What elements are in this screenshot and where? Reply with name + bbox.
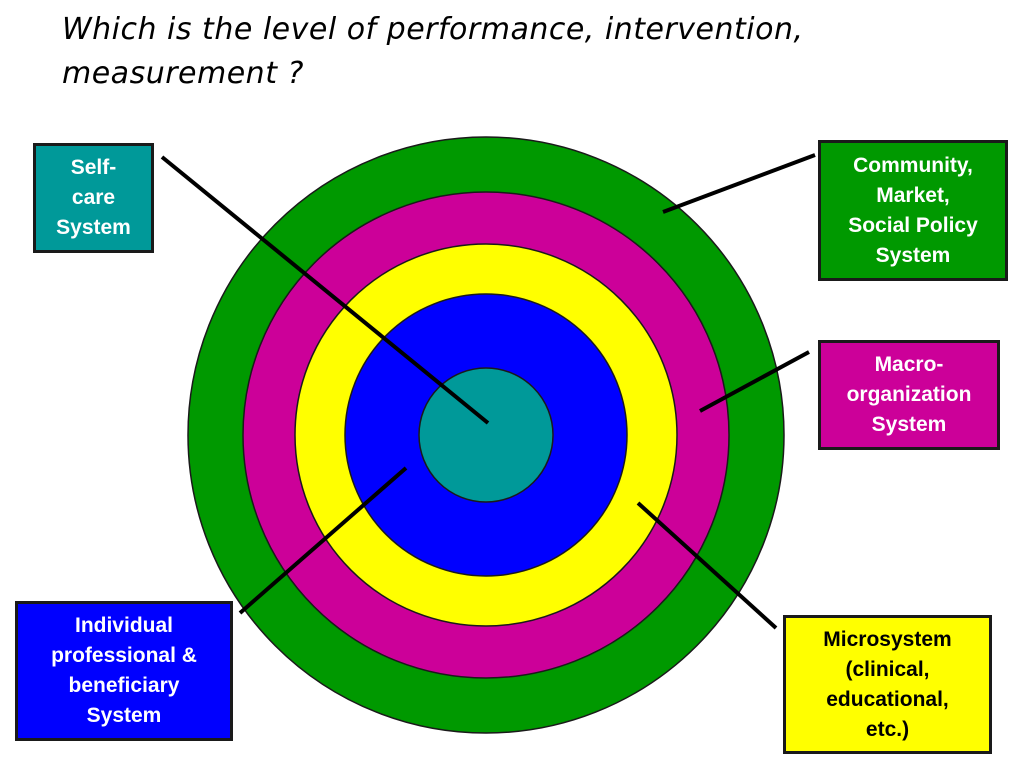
label-line: organization [846,383,972,406]
label-line: Social Policy [848,213,978,237]
title-line-2: measurement ? [62,56,304,91]
label-line: System [875,243,951,267]
label-line: Self- [70,156,117,179]
label-line: Microsystem [823,627,952,651]
connector-self-care [160,155,490,425]
label-self-care-system: Self- care System [33,143,154,253]
connector-individual [238,466,408,615]
connector-macro [699,350,810,413]
slide-title: Which is the level of performance, inter… [62,8,962,96]
label-line: Community, [853,153,973,177]
label-line: System [871,413,947,436]
label-line: Individual [74,614,173,637]
label-line: System [56,216,131,239]
label-line: professional & [51,644,197,667]
label-line: (clinical, [845,657,930,681]
label-line: System [86,704,162,727]
connector-micro [636,501,778,630]
label-community-system: Community, Market, Social Policy System [818,140,1008,281]
label-microsystem: Microsystem (clinical, educational, etc.… [783,615,992,754]
connector-community [662,153,816,214]
ring-self-care [418,367,554,503]
label-line: educational, [826,687,949,711]
label-individual-system: Individual professional & beneficiary Sy… [15,601,233,741]
label-macro-organization-system: Macro- organization System [818,340,1000,450]
label-line: care [71,186,116,209]
title-line-1: Which is the level of performance, inter… [62,12,804,47]
label-line: etc.) [865,717,910,741]
label-line: beneficiary [68,674,180,697]
label-line: Market, [876,183,950,207]
label-line: Macro- [874,353,944,376]
